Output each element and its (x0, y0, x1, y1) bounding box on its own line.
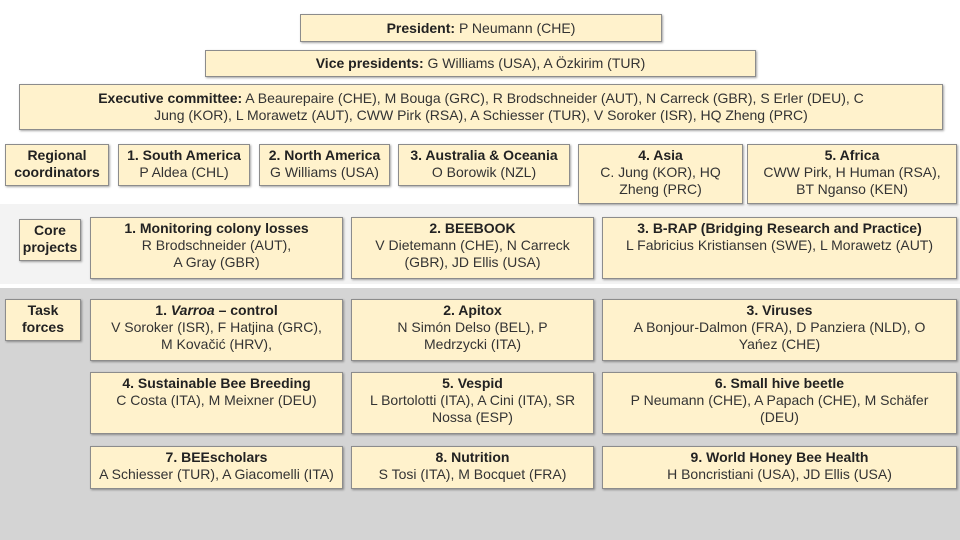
president-box: President: P Neumann (CHE) (300, 14, 662, 42)
region-coordinator: Zheng (PRC) (619, 181, 702, 197)
task-force-members: N Simón Delso (BEL), P (397, 319, 548, 335)
project-members: V Dietemann (CHE), N Carreck (375, 237, 570, 253)
task-force-title: 3. Viruses (746, 302, 813, 318)
task-force-members: A Schiesser (TUR), A Giacomelli (ITA) (99, 466, 334, 482)
task-force-members: H Boncristiani (USA), JD Ellis (USA) (667, 466, 892, 482)
executive-members-line1: A Beaurepaire (CHE), M Bouga (GRC), R Br… (245, 90, 864, 106)
regional-coordinators-label-box: Regional coordinators (5, 144, 109, 186)
region-coordinator: O Borowik (NZL) (431, 164, 537, 180)
task-force-title: 6. Small hive beetle (714, 375, 845, 391)
task-force-bee-breeding: 4. Sustainable Bee Breeding C Costa (ITA… (90, 372, 343, 434)
region-title: 1. South America (127, 147, 241, 163)
executive-committee-label: Executive committee: (98, 90, 243, 106)
task-force-apitox: 2. Apitox N Simón Delso (BEL), P Medrzyc… (351, 299, 594, 361)
task-force-members: (DEU) (760, 409, 799, 425)
region-coordinator: G Williams (USA) (270, 164, 379, 180)
executive-members-line2: Jung (KOR), L Morawetz (AUT), CWW Pirk (… (154, 107, 808, 123)
region-coordinator: CWW Pirk, H Human (RSA), (763, 164, 941, 180)
task-force-title: 8. Nutrition (435, 449, 510, 465)
region-south-america: 1. South America P Aldea (CHL) (118, 144, 250, 186)
core-project-b-rap: 3. B-RAP (Bridging Research and Practice… (602, 217, 957, 279)
task-force-title: 4. Sustainable Bee Breeding (122, 375, 311, 391)
task-force-members: Yańez (CHE) (738, 336, 821, 352)
task-force-beescholars: 7. BEEscholars A Schiesser (TUR), A Giac… (90, 446, 343, 489)
task-force-viruses: 3. Viruses A Bonjour-Dalmon (FRA), D Pan… (602, 299, 957, 361)
task-force-vespid: 5. Vespid L Bortolotti (ITA), A Cini (IT… (351, 372, 594, 434)
vice-presidents-names: G Williams (USA), A Özkirim (TUR) (427, 55, 646, 71)
region-title: 4. Asia (638, 147, 683, 163)
regional-label-line1: Regional (27, 147, 87, 163)
region-africa: 5. Africa CWW Pirk, H Human (RSA), BT Ng… (747, 144, 957, 204)
task-force-members: P Neumann (CHE), A Papach (CHE), M Schäf… (630, 392, 929, 408)
task-force-members: M Kovačić (HRV), (161, 336, 272, 352)
regional-label-line2: coordinators (14, 164, 100, 180)
president-label: President: (386, 19, 456, 36)
task-force-title: 5. Vespid (442, 375, 503, 391)
task-label-line1: Task (27, 302, 59, 318)
region-australia-oceania: 3. Australia & Oceania O Borowik (NZL) (398, 144, 570, 186)
task-force-varroa: 1. Varroa – control V Soroker (ISR), F H… (90, 299, 343, 361)
vice-presidents-label: Vice presidents: (315, 55, 424, 71)
core-projects-label-box: Core projects (19, 219, 81, 261)
region-coordinator: C. Jung (KOR), HQ (600, 164, 721, 180)
core-project-beebook: 2. BEEBOOK V Dietemann (CHE), N Carreck … (351, 217, 594, 279)
task-forces-label-box: Task forces (5, 299, 81, 341)
region-title: 3. Australia & Oceania (410, 147, 558, 163)
task-force-world-honey-bee-health: 9. World Honey Bee Health H Boncristiani… (602, 446, 957, 489)
task-force-members: S Tosi (ITA), M Bocquet (FRA) (378, 466, 567, 482)
project-members: (GBR), JD Ellis (USA) (404, 254, 541, 270)
task-force-members: A Bonjour-Dalmon (FRA), D Panziera (NLD)… (633, 319, 926, 335)
task-force-title: 1. Varroa – control (155, 302, 278, 318)
task-force-members: V Soroker (ISR), F Hatjina (GRC), (111, 319, 322, 335)
region-asia: 4. Asia C. Jung (KOR), HQ Zheng (PRC) (578, 144, 743, 204)
region-coordinator: P Aldea (CHL) (139, 164, 229, 180)
project-title: 2. BEEBOOK (429, 220, 516, 236)
project-members: A Gray (GBR) (173, 254, 260, 270)
core-project-colony-losses: 1. Monitoring colony losses R Brodschnei… (90, 217, 343, 279)
task-force-title: 9. World Honey Bee Health (690, 449, 869, 465)
region-title: 2. North America (268, 147, 381, 163)
task-force-title: 7. BEEscholars (165, 449, 268, 465)
core-label-line1: Core (34, 222, 66, 238)
project-title: 1. Monitoring colony losses (124, 220, 309, 236)
task-force-members: Medrzycki (ITA) (424, 336, 521, 352)
core-label-line2: projects (22, 239, 78, 255)
region-coordinator: BT Nganso (KEN) (796, 181, 908, 197)
region-north-america: 2. North America G Williams (USA) (259, 144, 390, 186)
task-force-members: C Costa (ITA), M Meixner (DEU) (116, 392, 317, 408)
project-members: R Brodschneider (AUT), (141, 237, 292, 253)
region-title: 5. Africa (824, 147, 880, 163)
task-label-line2: forces (21, 319, 65, 335)
executive-committee-box: Executive committee: A Beaurepaire (CHE)… (19, 84, 943, 130)
president-name: P Neumann (CHE) (458, 19, 576, 36)
task-force-nutrition: 8. Nutrition S Tosi (ITA), M Bocquet (FR… (351, 446, 594, 489)
project-members: L Fabricius Kristiansen (SWE), L Morawet… (625, 237, 934, 253)
task-force-title: 2. Apitox (443, 302, 502, 318)
task-force-members: Nossa (ESP) (432, 409, 513, 425)
project-title: 3. B-RAP (Bridging Research and Practice… (637, 220, 922, 236)
vice-presidents-box: Vice presidents: G Williams (USA), A Özk… (205, 50, 756, 77)
task-force-members: L Bortolotti (ITA), A Cini (ITA), SR (369, 392, 576, 408)
task-force-small-hive-beetle: 6. Small hive beetle P Neumann (CHE), A … (602, 372, 957, 434)
